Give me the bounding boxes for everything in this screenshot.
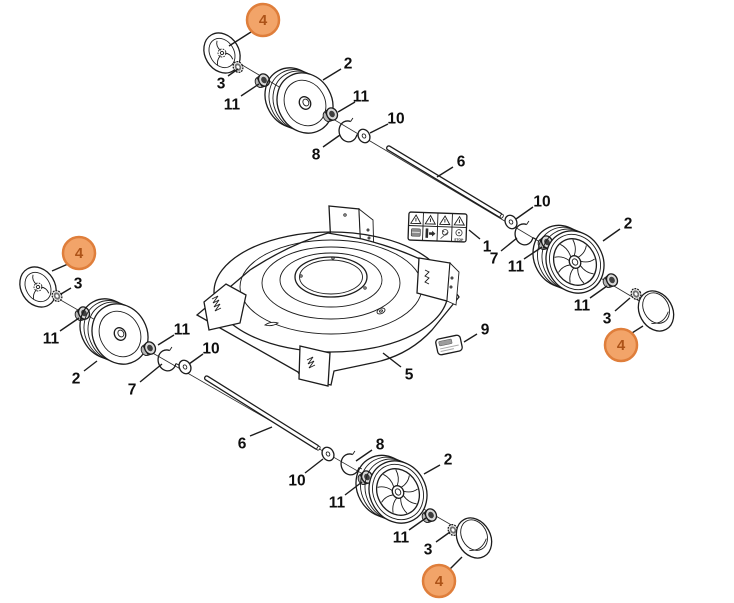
part-number-label: 11 xyxy=(224,97,241,114)
highlight-callout[interactable] xyxy=(603,327,639,363)
part-number-label: 8 xyxy=(376,437,385,454)
part-number-label: 2 xyxy=(444,452,453,469)
wheel xyxy=(253,57,345,144)
deck-bracket-left xyxy=(203,283,280,331)
leader-line xyxy=(449,556,463,570)
leader-line xyxy=(322,68,342,81)
keep-away-pictogram xyxy=(440,229,449,239)
part-number-label: 10 xyxy=(288,473,305,490)
part-number-label: 7 xyxy=(490,251,499,268)
leader-line xyxy=(304,458,324,474)
leader-line xyxy=(589,285,608,299)
highlight-callout-number[interactable]: 4 xyxy=(75,245,84,262)
part-number-label: 9 xyxy=(481,322,490,339)
part-number-label: 11 xyxy=(508,259,525,276)
part-number-label: 3 xyxy=(74,276,83,293)
leader-line xyxy=(602,228,621,242)
info-label xyxy=(435,334,463,356)
leader-line xyxy=(436,166,454,178)
highlight-callout[interactable] xyxy=(421,563,457,599)
part-number-label: 2 xyxy=(72,371,81,388)
leader-line xyxy=(355,449,373,462)
wheel-cover xyxy=(11,259,65,315)
deck-bracket-right xyxy=(416,257,460,306)
leader-line xyxy=(139,363,163,383)
axle-front xyxy=(203,374,322,452)
part-number-label: 11 xyxy=(574,298,591,315)
manual-pictogram xyxy=(410,228,421,237)
stop-text: STOP xyxy=(454,238,464,242)
part-number-label: 11 xyxy=(393,530,410,547)
part-number-label: 10 xyxy=(202,341,219,358)
leader-line xyxy=(435,531,451,543)
leader-line xyxy=(382,352,402,368)
highlight-callout-number[interactable]: 4 xyxy=(435,573,444,590)
snap-ring xyxy=(336,116,362,145)
part-number-label: 5 xyxy=(405,367,414,384)
leader-line xyxy=(227,68,239,77)
mower-deck xyxy=(195,205,460,387)
leader-line xyxy=(463,333,478,343)
axle-rear xyxy=(385,144,505,220)
leader-line xyxy=(631,325,644,334)
snap-ring xyxy=(338,449,364,478)
leader-line xyxy=(408,517,427,531)
part-number-label: 6 xyxy=(238,436,247,453)
leader-line xyxy=(500,237,518,252)
part-number-label: 7 xyxy=(128,382,137,399)
deck-base xyxy=(195,232,460,386)
leader-line xyxy=(240,83,260,97)
part-number-label: 6 xyxy=(457,154,466,171)
leader-line xyxy=(515,206,534,220)
leader-line xyxy=(188,353,204,365)
part-number-label: 11 xyxy=(329,495,346,512)
leader-line xyxy=(83,360,98,372)
wheel-assembly-left xyxy=(11,259,194,377)
part-number-label: 10 xyxy=(387,111,404,128)
leader-line xyxy=(60,287,72,295)
leader-line xyxy=(322,134,341,148)
leader-line xyxy=(337,101,356,113)
leader-line xyxy=(523,246,543,260)
highlight-callout-number[interactable]: 4 xyxy=(259,12,268,29)
wheel-assembly-right xyxy=(502,212,682,339)
blade-pictogram xyxy=(425,228,436,238)
part-number-label: 11 xyxy=(353,89,370,106)
part-number-label: 3 xyxy=(603,311,612,328)
warning-label: STOP xyxy=(407,211,468,243)
part-number-label: 2 xyxy=(344,56,353,73)
part-number-label: 8 xyxy=(312,147,321,164)
part-number-label: 10 xyxy=(533,194,550,211)
leader-line xyxy=(369,123,389,134)
leader-line xyxy=(344,481,363,496)
snap-ring xyxy=(155,345,181,374)
leader-line xyxy=(423,464,441,475)
leader-line xyxy=(228,31,252,47)
leader-line xyxy=(468,229,481,240)
deck-bracket-bottom xyxy=(298,345,331,387)
leader-line xyxy=(157,334,175,346)
highlight-callout[interactable] xyxy=(61,235,97,271)
leader-line xyxy=(249,426,273,437)
part-number-label: 2 xyxy=(624,216,633,233)
part-number-label: 11 xyxy=(43,331,60,348)
washer xyxy=(355,126,373,146)
warning-triangle-icons xyxy=(410,214,466,226)
wheel-cover xyxy=(448,510,500,566)
wheel xyxy=(68,288,160,375)
part-number-label: 1 xyxy=(483,239,492,256)
part-number-label: 11 xyxy=(174,322,191,339)
highlight-callout-number[interactable]: 4 xyxy=(617,337,626,354)
leader-line xyxy=(59,317,80,332)
leader-line xyxy=(51,263,69,272)
part-number-label: 3 xyxy=(217,76,226,93)
highlight-callout[interactable] xyxy=(245,2,281,38)
deck-clip xyxy=(376,307,386,315)
washer xyxy=(176,357,194,377)
part-number-label: 3 xyxy=(424,542,433,559)
leader-line xyxy=(614,297,631,312)
stop-pictogram: STOP xyxy=(454,229,464,242)
